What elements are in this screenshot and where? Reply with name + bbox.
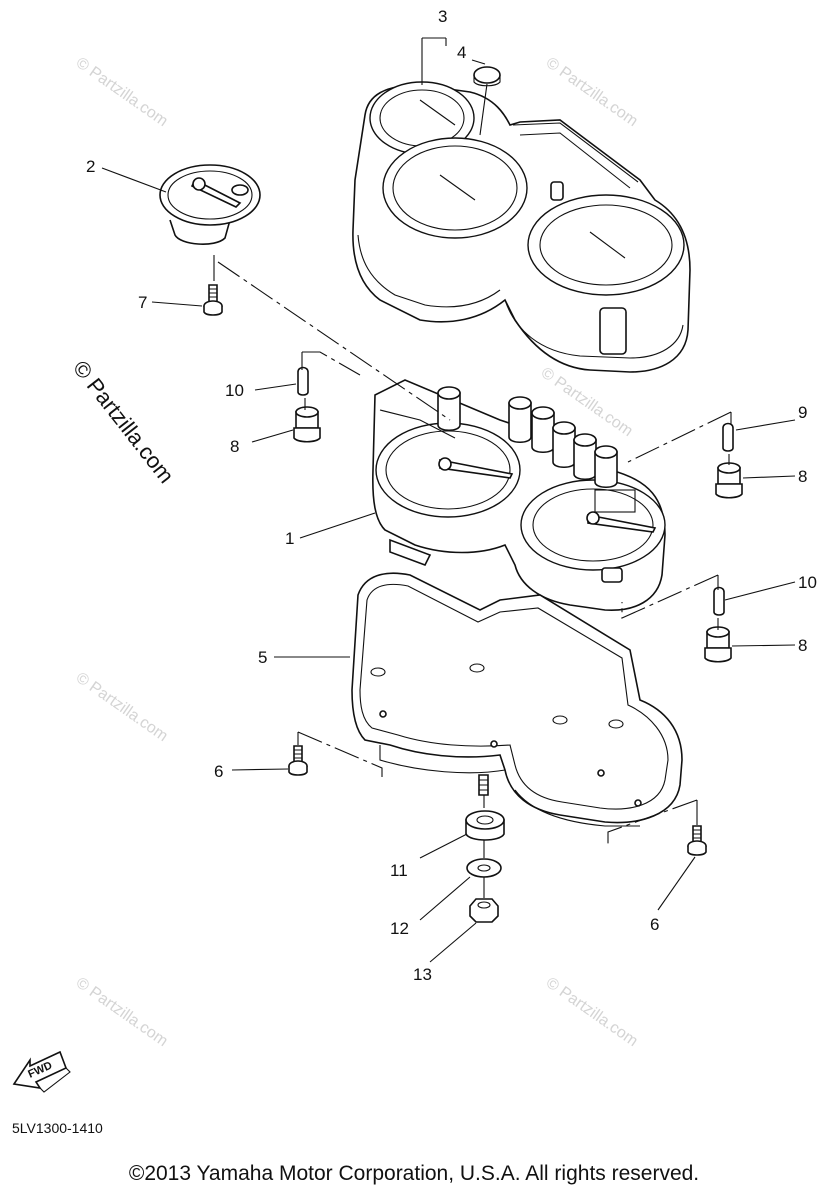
watermark: © Partzilla.com <box>73 974 171 1050</box>
callout-10: 10 <box>798 573 817 592</box>
indicator-lamps <box>437 386 618 489</box>
bulb-socket-8-right-lower <box>704 626 732 663</box>
grommet <box>473 66 501 87</box>
copyright-notice: ©2013 Yamaha Motor Corporation, U.S.A. A… <box>128 1162 700 1185</box>
watermark: © Partzilla.com <box>73 54 171 130</box>
stud <box>478 774 489 796</box>
callout-7: 7 <box>138 293 147 312</box>
watermark: © Partzilla.com <box>543 54 641 130</box>
damper-11 <box>465 810 505 841</box>
lower-case <box>351 572 683 827</box>
meter-cover <box>352 81 691 373</box>
callout-8: 8 <box>798 636 807 655</box>
bulb-10-upper <box>297 366 309 396</box>
screw-6-left <box>288 745 308 776</box>
watermark: © Partzilla.com <box>73 669 171 745</box>
callout-6: 6 <box>214 762 223 781</box>
watermark: © Partzilla.com <box>543 974 641 1050</box>
callout-3: 3 <box>438 7 447 26</box>
callout-2: 2 <box>86 157 95 176</box>
diagram-code: 5LV1300-1410 <box>12 1120 103 1136</box>
callout-12: 12 <box>390 919 409 938</box>
callout-4: 4 <box>457 43 466 62</box>
callout-6: 6 <box>650 915 659 934</box>
meter-unit <box>372 379 666 611</box>
fwd-arrow: FWD <box>12 1050 71 1093</box>
callout-1: 1 <box>285 529 294 548</box>
assembly-lines <box>213 255 732 898</box>
callout-9: 9 <box>798 403 807 422</box>
callout-5: 5 <box>258 648 267 667</box>
bulb-socket-8-left <box>293 406 321 443</box>
callout-labels: 3 4 2 7 10 8 1 9 8 10 8 5 6 11 12 13 6 <box>86 7 817 984</box>
washer-12 <box>466 858 502 878</box>
watermark-large: © Partzilla.com <box>68 356 179 488</box>
callout-8: 8 <box>798 467 807 486</box>
callout-8: 8 <box>230 437 239 456</box>
bulb-9 <box>722 422 734 452</box>
leader-lines <box>101 37 796 963</box>
small-gauge <box>159 164 261 245</box>
nut-13 <box>469 898 499 923</box>
bulb-socket-8-right-upper <box>715 462 743 499</box>
screw-7 <box>203 284 223 316</box>
bulb-10-lower <box>713 586 725 616</box>
callout-10: 10 <box>225 381 244 400</box>
screw-6-right <box>687 825 707 856</box>
callout-13: 13 <box>413 965 432 984</box>
callout-11: 11 <box>390 861 408 880</box>
